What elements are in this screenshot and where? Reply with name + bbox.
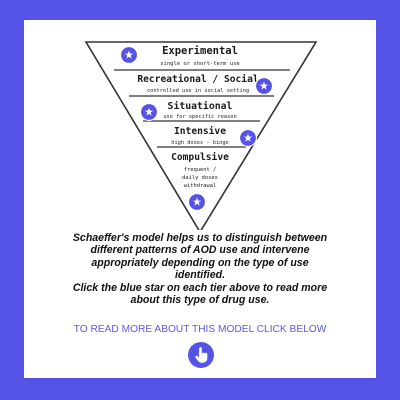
tier-subtitle: single or short-term use: [160, 61, 239, 67]
description-line: appropriately depending on the type of u…: [91, 256, 309, 269]
read-more-button[interactable]: [188, 342, 214, 368]
schaeffer-pyramid-diagram: Experimental single or short-term use Re…: [84, 41, 318, 230]
description-line: about this type of drug use.: [130, 294, 270, 307]
tier-subtitle: high doses - binge: [171, 140, 228, 146]
tier-subtitle: controlled use in social setting: [147, 88, 249, 94]
star-icon: [124, 50, 134, 59]
description-line: different patterns of AOD use and interv…: [90, 244, 310, 257]
star-icon: [144, 107, 154, 116]
tier-subtitle: daily doses: [182, 175, 218, 181]
pyramid-outline: [84, 41, 318, 230]
tier-title: Intensive: [174, 125, 226, 137]
tier-title: Compulsive: [171, 151, 229, 163]
tier-title: Experimental: [162, 45, 238, 57]
tier-situational-star-button[interactable]: [139, 102, 159, 122]
tier-title: Recreational / Social: [137, 73, 259, 85]
tier-compulsive-star-button[interactable]: [187, 192, 207, 212]
description-line: identified.: [174, 269, 226, 282]
read-more-link[interactable]: TO READ MORE ABOUT THIS MODEL CLICK BELO…: [73, 324, 327, 335]
description-line: Schaeffer's model helps us to distinguis…: [72, 232, 328, 244]
description-line: Click the blue star on each tier above t…: [72, 281, 328, 294]
tier-recreational-star-button[interactable]: [254, 76, 274, 96]
tier-intensive-star-button[interactable]: [238, 128, 258, 148]
tier-experimental-star-button[interactable]: [119, 45, 139, 65]
star-icon: [243, 133, 253, 142]
star-icon: [259, 81, 269, 90]
model-description: Schaeffer's model helps us to distinguis…: [34, 232, 366, 306]
content-card: Experimental single or short-term use Re…: [24, 20, 376, 378]
hand-pointer-icon: [195, 347, 208, 363]
tier-subtitle: use for specific reason: [163, 114, 236, 120]
tier-subtitle: frequent /: [184, 167, 216, 173]
tier-title: Situational: [168, 100, 233, 112]
star-icon: [192, 197, 202, 206]
tier-subtitle: withdrawal: [184, 183, 216, 189]
